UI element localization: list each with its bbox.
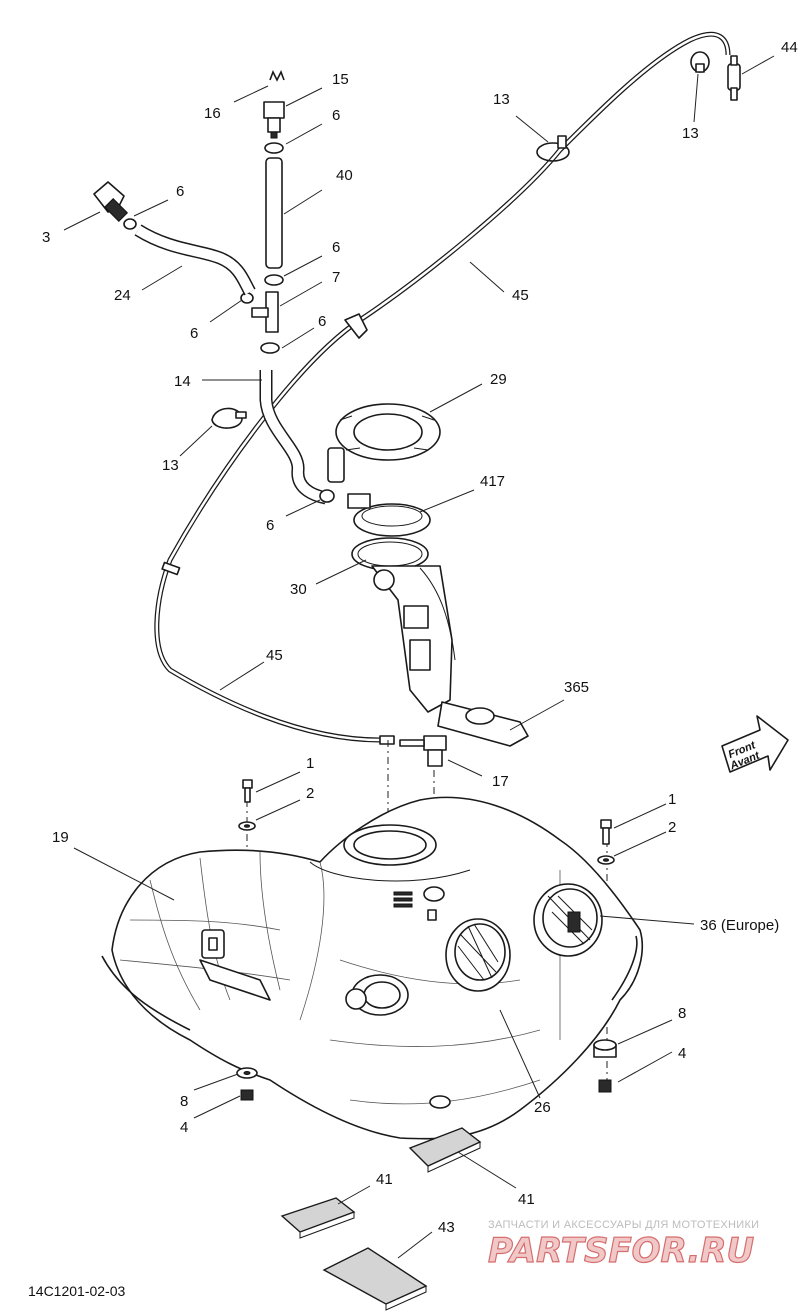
clamp-6-tee bbox=[240, 292, 254, 304]
washer-2-left bbox=[238, 821, 256, 831]
callout-41-right: 41 bbox=[518, 1191, 535, 1208]
fuel-pump-module-417 bbox=[327, 447, 431, 537]
callout-3: 3 bbox=[42, 229, 50, 246]
fuel-filter-365 bbox=[437, 701, 529, 747]
clamp-6-pump bbox=[319, 489, 335, 503]
drawing-code: 14C1201-02-03 bbox=[28, 1283, 126, 1299]
callout-6-b: 6 bbox=[176, 183, 184, 200]
bolt-1-left bbox=[242, 779, 253, 803]
vent-valve-17 bbox=[399, 735, 447, 767]
hose-clamp-13-right bbox=[690, 51, 710, 73]
callout-6-e: 6 bbox=[318, 313, 326, 330]
callout-8-left: 8 bbox=[180, 1093, 188, 1110]
front-direction-arrow: Front Avant bbox=[721, 715, 789, 773]
nut-4-right bbox=[598, 1079, 612, 1093]
callout-2-left: 2 bbox=[306, 785, 314, 802]
fuel-tank-19 bbox=[101, 796, 643, 1140]
callout-15: 15 bbox=[332, 71, 349, 88]
callout-2-right: 2 bbox=[668, 819, 676, 836]
callout-40: 40 bbox=[336, 167, 353, 184]
callout-4-right: 4 bbox=[678, 1045, 686, 1062]
fuel-cap-36-europe bbox=[533, 883, 603, 957]
callout-14: 14 bbox=[174, 373, 191, 390]
vent-hose-45 bbox=[154, 31, 731, 745]
callout-19: 19 bbox=[52, 829, 69, 846]
callout-45-a: 45 bbox=[512, 287, 529, 304]
callout-29: 29 bbox=[490, 371, 507, 388]
watermark-caption: ЗАПЧАСТИ И АКСЕССУАРЫ ДЛЯ МОТОТЕХНИКИ bbox=[488, 1219, 759, 1231]
watermark-brand: PARTSFOR.RU bbox=[488, 1231, 754, 1271]
callout-6-a: 6 bbox=[332, 107, 340, 124]
callout-1-left: 1 bbox=[306, 755, 314, 772]
callout-24: 24 bbox=[114, 287, 131, 304]
bolt-1-right bbox=[600, 819, 612, 845]
callout-4-left: 4 bbox=[180, 1119, 188, 1136]
callout-17: 17 bbox=[492, 773, 509, 790]
callout-1-right: 1 bbox=[668, 791, 676, 808]
callout-6-d: 6 bbox=[190, 325, 198, 342]
check-valve-44 bbox=[727, 55, 741, 101]
elbow-connector-3 bbox=[93, 181, 129, 223]
washer-2-right bbox=[597, 855, 615, 865]
callout-6-f: 6 bbox=[266, 517, 274, 534]
hose-14 bbox=[259, 370, 328, 505]
clamp-6-left bbox=[123, 218, 137, 230]
callout-30: 30 bbox=[290, 581, 307, 598]
tee-fitting-7 bbox=[251, 291, 279, 333]
callout-43: 43 bbox=[438, 1219, 455, 1236]
hose-clamp-13-left bbox=[211, 407, 247, 429]
callout-6-c: 6 bbox=[332, 239, 340, 256]
callout-41-left: 41 bbox=[376, 1171, 393, 1188]
callout-417: 417 bbox=[480, 473, 505, 490]
lock-ring-29 bbox=[335, 403, 441, 461]
callout-13-b: 13 bbox=[682, 125, 699, 142]
hose-24 bbox=[134, 224, 256, 296]
hose-40 bbox=[265, 157, 283, 269]
pad-43 bbox=[322, 1247, 428, 1311]
clamp-6-upper bbox=[264, 142, 284, 154]
clamp-6-mid bbox=[264, 274, 284, 286]
nut-4-left bbox=[240, 1089, 254, 1101]
callout-16: 16 bbox=[204, 105, 221, 122]
pad-41-right bbox=[408, 1127, 482, 1173]
spacer-8-left bbox=[236, 1067, 258, 1079]
callout-365: 365 bbox=[564, 679, 589, 696]
hose-clamp-13-top bbox=[536, 135, 570, 162]
callout-13-a: 13 bbox=[493, 91, 510, 108]
fuel-cap-26 bbox=[445, 918, 511, 992]
callout-8-right: 8 bbox=[678, 1005, 686, 1022]
clip-16 bbox=[269, 70, 285, 82]
pump-body bbox=[371, 565, 456, 713]
connector-15 bbox=[263, 101, 285, 139]
callout-44: 44 bbox=[781, 39, 798, 56]
pad-41-left bbox=[280, 1197, 356, 1239]
callout-13-c: 13 bbox=[162, 457, 179, 474]
callout-36-europe: 36 (Europe) bbox=[700, 917, 779, 934]
callout-7: 7 bbox=[332, 269, 340, 286]
callout-26: 26 bbox=[534, 1099, 551, 1116]
callout-numbers: 44 16 15 6 13 13 6 40 3 24 6 7 6 6 45 14… bbox=[42, 39, 798, 1236]
callout-45-b: 45 bbox=[266, 647, 283, 664]
spacer-8-right bbox=[593, 1039, 617, 1058]
leader-lines bbox=[63, 55, 775, 1259]
clamp-6-lower bbox=[260, 342, 280, 354]
